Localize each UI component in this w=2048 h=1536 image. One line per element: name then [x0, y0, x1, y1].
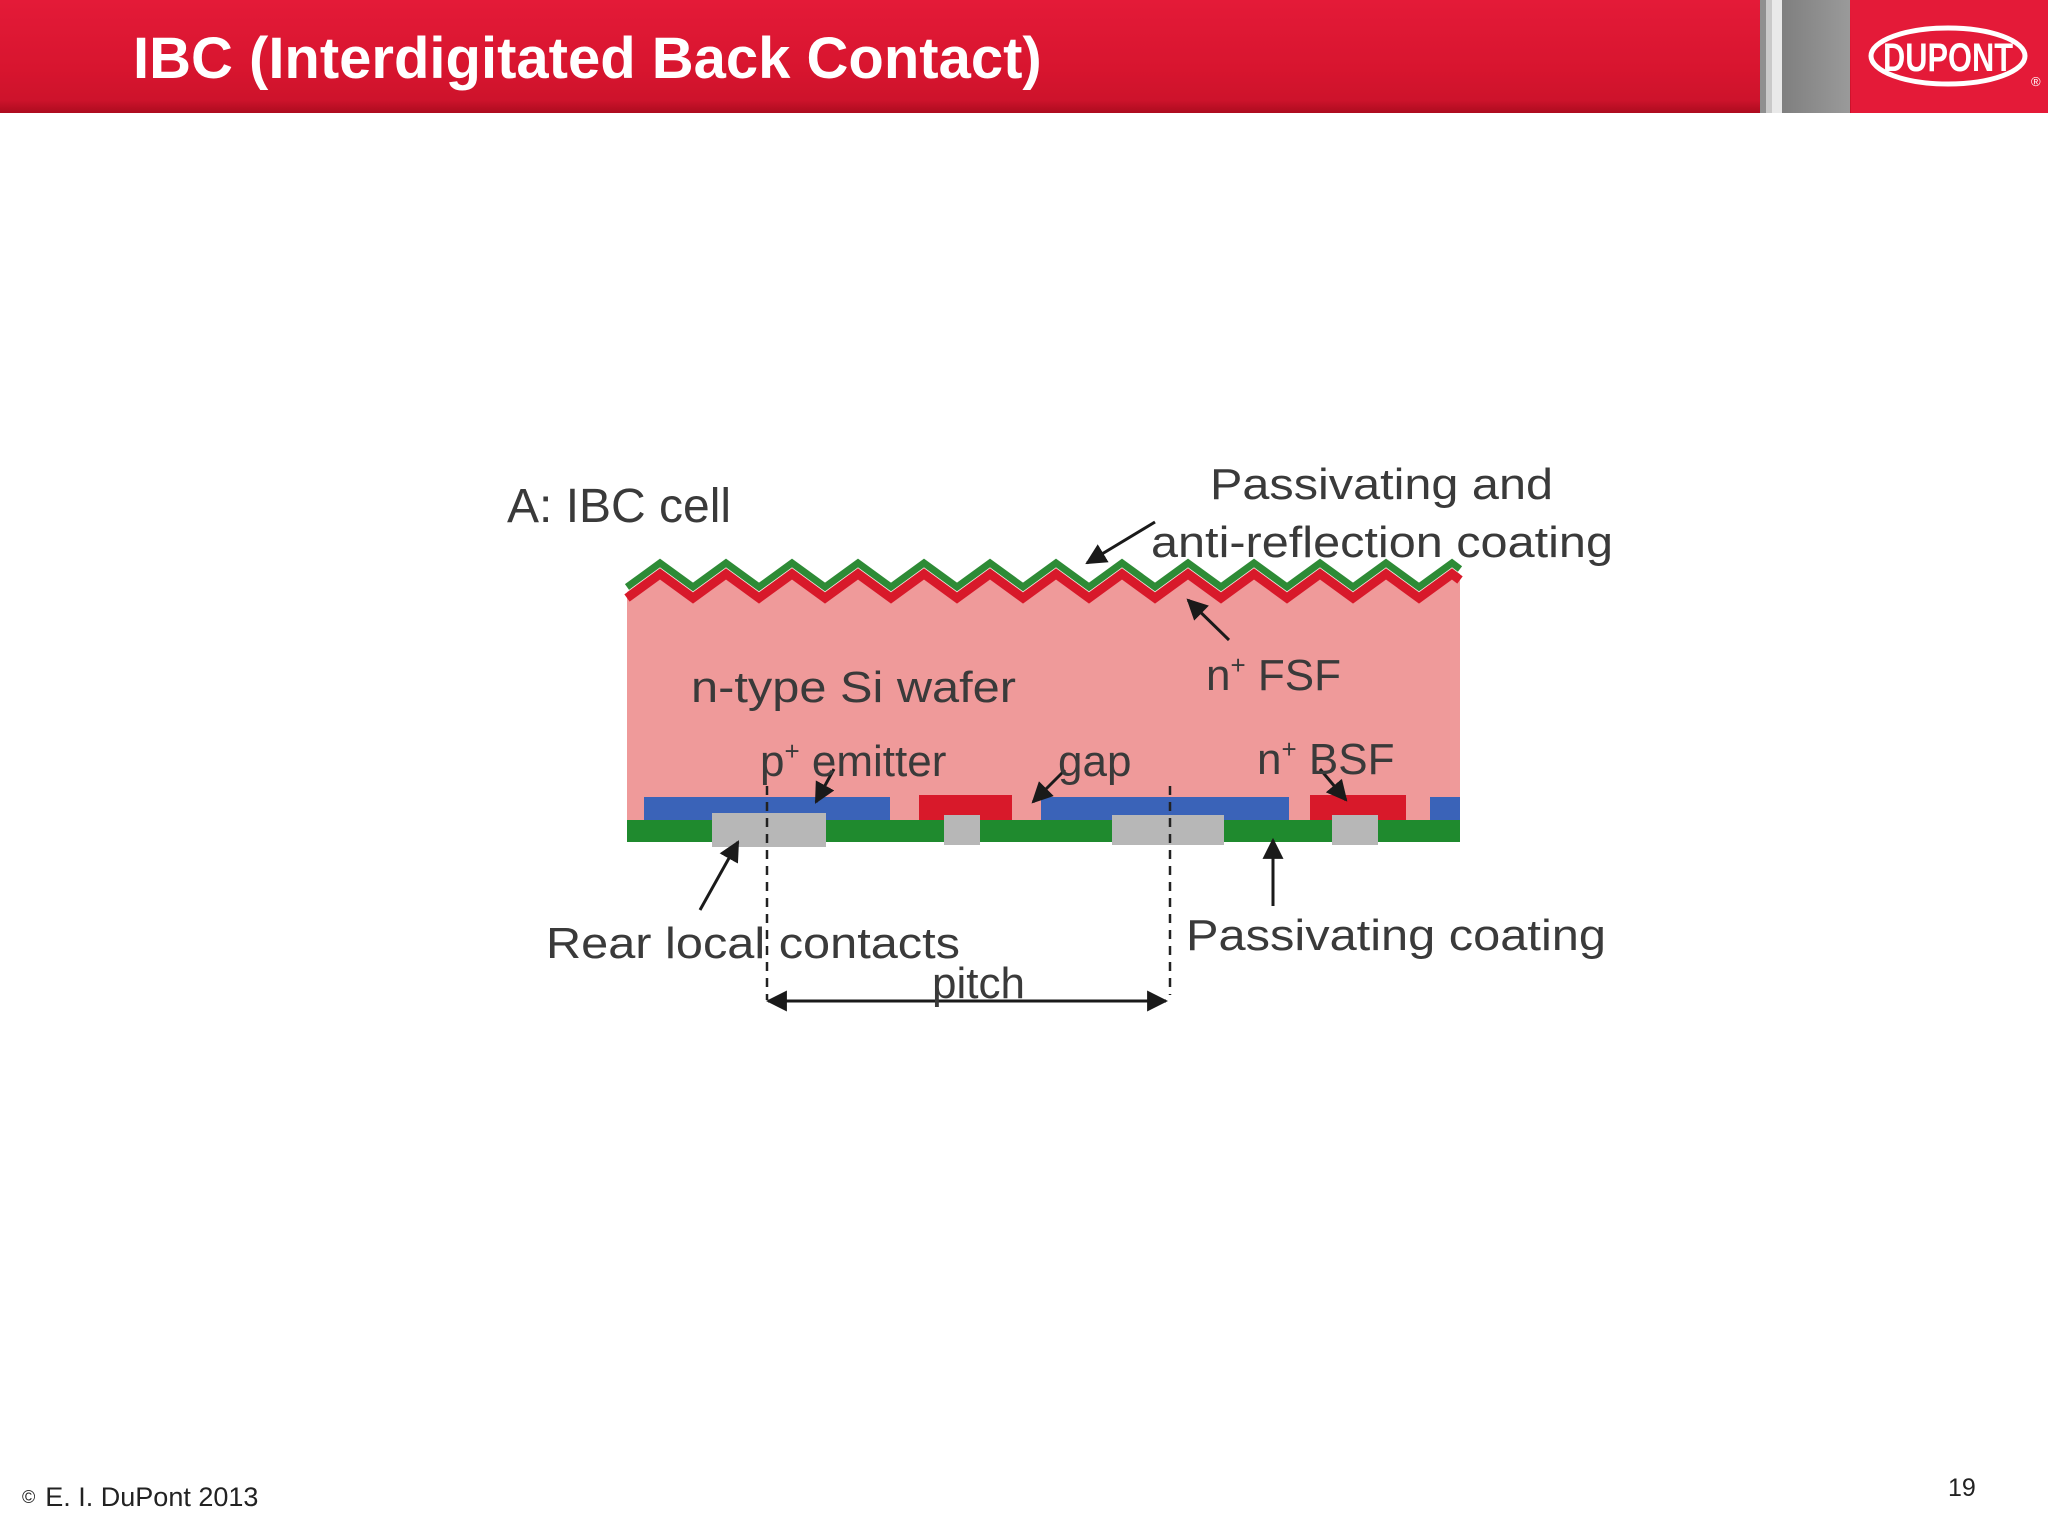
arc-label-line1: Passivating and [1210, 460, 1553, 509]
n-plus-fsf-layer [624, 568, 1463, 604]
n-bsf-label: n+ BSF [1257, 734, 1394, 784]
rear-local-contact [712, 813, 826, 847]
arc-coating-layer [624, 558, 1463, 592]
rear-contacts-label: Rear local contacts [546, 919, 960, 968]
gap-pointer-arrow [1031, 768, 1067, 804]
arc-pointer-arrow [1085, 520, 1156, 565]
logo-wordmark: DUPONT [1883, 36, 2013, 80]
emitter-pointer-arrow [814, 768, 836, 804]
rear-local-contact [944, 815, 980, 845]
p-plus-emitter-region [1430, 797, 1460, 821]
dupont-logo-icon: DUPONT ® [1868, 25, 2041, 89]
bsf-pointer-arrow [1318, 768, 1348, 802]
copyright-footer: © E. I. DuPont 2013 [22, 1482, 258, 1513]
wafer-label: n-type Si wafer [691, 663, 1016, 712]
title-bar [0, 0, 2048, 113]
p-emitter-label: p+ emitter [760, 736, 946, 786]
title-bar-shadow [0, 100, 1760, 113]
diagram-heading: A: IBC cell [507, 480, 731, 533]
header-accent-bars [1760, 0, 1850, 113]
dupont-logo-panel: DUPONT ® [1851, 0, 2048, 113]
pitch-label: pitch [932, 959, 1025, 1008]
gap-label: gap [1058, 737, 1131, 786]
copyright-text: E. I. DuPont 2013 [45, 1482, 259, 1512]
rear-passivating-coating [627, 820, 1460, 842]
fsf-pointer-arrow [1186, 598, 1231, 642]
logo-registered-mark: ® [2031, 74, 2041, 89]
fsf-label: n+ FSF [1206, 650, 1341, 700]
copyright-symbol: © [22, 1487, 36, 1507]
page-number: 19 [1948, 1474, 1976, 1502]
contacts-pointer-arrow [698, 840, 740, 911]
rear-local-contact [1112, 815, 1224, 845]
slide-title: IBC (Interdigitated Back Contact) [133, 26, 1042, 91]
passivating-coating-label: Passivating coating [1186, 911, 1606, 960]
arc-label-line2: anti-reflection coating [1151, 518, 1613, 567]
n-type-wafer-body [627, 568, 1460, 830]
rear-local-contact [1332, 815, 1378, 845]
